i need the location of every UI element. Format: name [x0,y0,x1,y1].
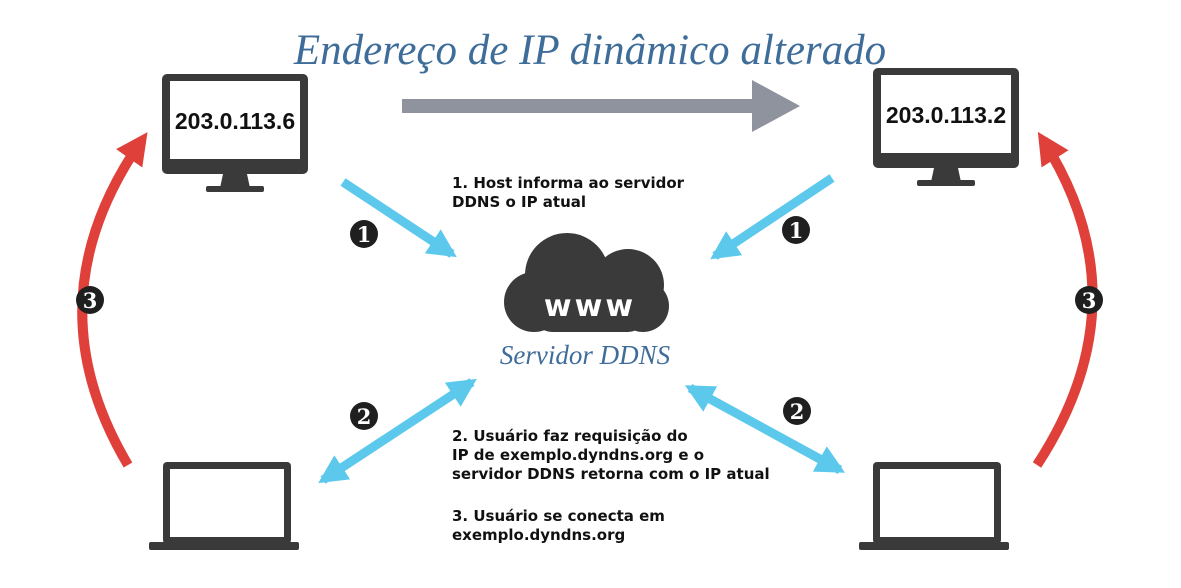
cloud-icon: www [504,233,669,332]
step1-arrow-left [340,178,457,258]
svg-text:3: 3 [1082,288,1097,313]
step2-line: servidor DDNS retorna com o IP atual [452,465,770,483]
step1-arrow-right [710,174,835,260]
host-ip-right: 203.0.113.2 [886,102,1006,128]
svg-text:2: 2 [790,399,805,424]
svg-text:1: 1 [789,218,804,243]
badge-step3-right: 3 [1075,286,1103,314]
ip-change-arrow [402,80,800,132]
host-monitor-right: 203.0.113.2 [873,68,1019,186]
badge-step1-right: 1 [782,216,810,244]
step2-arrow-left [318,378,477,484]
step3-line: exemplo.dyndns.org [452,526,625,544]
user-laptop-left [149,462,299,550]
server-label: Servidor DDNS [500,340,671,370]
diagram-title: Endereço de IP dinâmico alterado [293,27,886,74]
step2-line: 2. Usuário faz requisição do [452,427,688,445]
svg-text:3: 3 [83,288,98,313]
badge-step2-left: 2 [350,402,378,430]
step3-description: 3. Usuário se conecta em exemplo.dyndns.… [452,507,665,544]
step2-arrow-right [684,384,846,474]
host-ip-left: 203.0.113.6 [175,108,295,134]
step2-description: 2. Usuário faz requisição do IP de exemp… [452,427,770,483]
svg-text:2: 2 [357,404,372,429]
badge-step2-right: 2 [783,397,811,425]
step3-line: 3. Usuário se conecta em [452,507,665,525]
step1-description: 1. Host informa ao servidor DDNS o IP at… [452,174,685,211]
step1-line: 1. Host informa ao servidor [452,174,685,192]
cloud-www-text: www [544,289,636,324]
badge-step1-left: 1 [350,220,378,248]
user-laptop-right [859,462,1009,550]
host-monitor-left: 203.0.113.6 [162,74,308,192]
step2-line: IP de exemplo.dyndns.org e o [452,446,704,464]
badge-step3-left: 3 [76,286,104,314]
step1-line: DDNS o IP atual [452,193,586,211]
svg-text:1: 1 [357,222,372,247]
